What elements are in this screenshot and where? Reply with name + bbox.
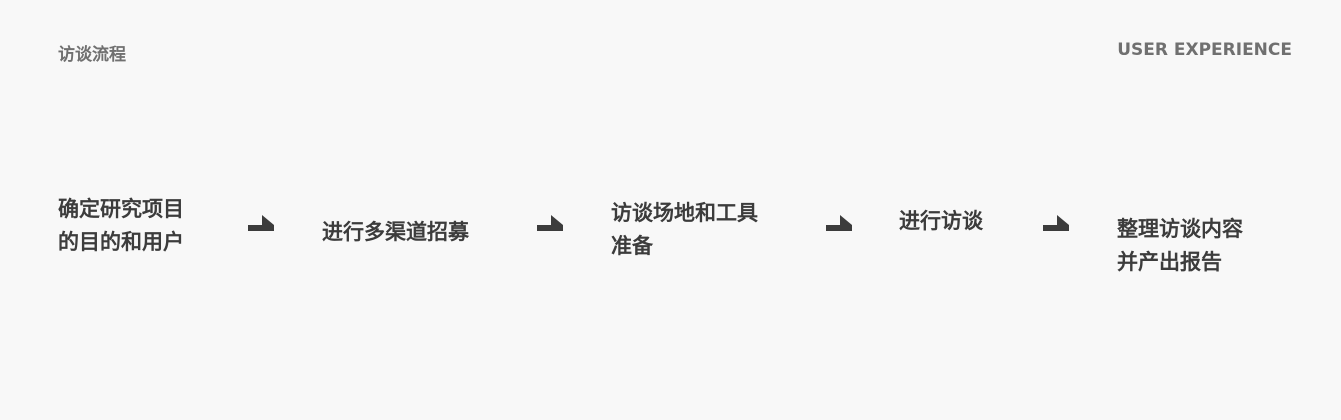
- step-1-line2: 的目的和用户: [58, 230, 184, 254]
- step-5-line1: 整理访谈内容: [1117, 217, 1243, 241]
- step-1-line1: 确定研究项目: [58, 197, 184, 221]
- step-2: 进行多渠道招募: [322, 216, 469, 249]
- arrow-icon: [826, 215, 852, 231]
- step-3-line2: 准备: [611, 234, 653, 258]
- section-label: USER EXPERIENCE: [1117, 40, 1292, 60]
- step-4: 进行访谈: [899, 205, 983, 238]
- arrow-icon: [248, 215, 274, 231]
- page-title: 访谈流程: [58, 45, 126, 65]
- step-3: 访谈场地和工具 准备: [611, 197, 758, 263]
- arrow-icon: [537, 215, 563, 231]
- step-5-line2: 并产出报告: [1117, 250, 1222, 274]
- step-5: 整理访谈内容 并产出报告: [1117, 213, 1243, 279]
- step-4-line1: 进行访谈: [899, 209, 983, 233]
- arrow-icon: [1043, 215, 1069, 231]
- step-3-line1: 访谈场地和工具: [611, 201, 758, 225]
- step-2-line1: 进行多渠道招募: [322, 220, 469, 244]
- step-1: 确定研究项目 的目的和用户: [58, 193, 184, 259]
